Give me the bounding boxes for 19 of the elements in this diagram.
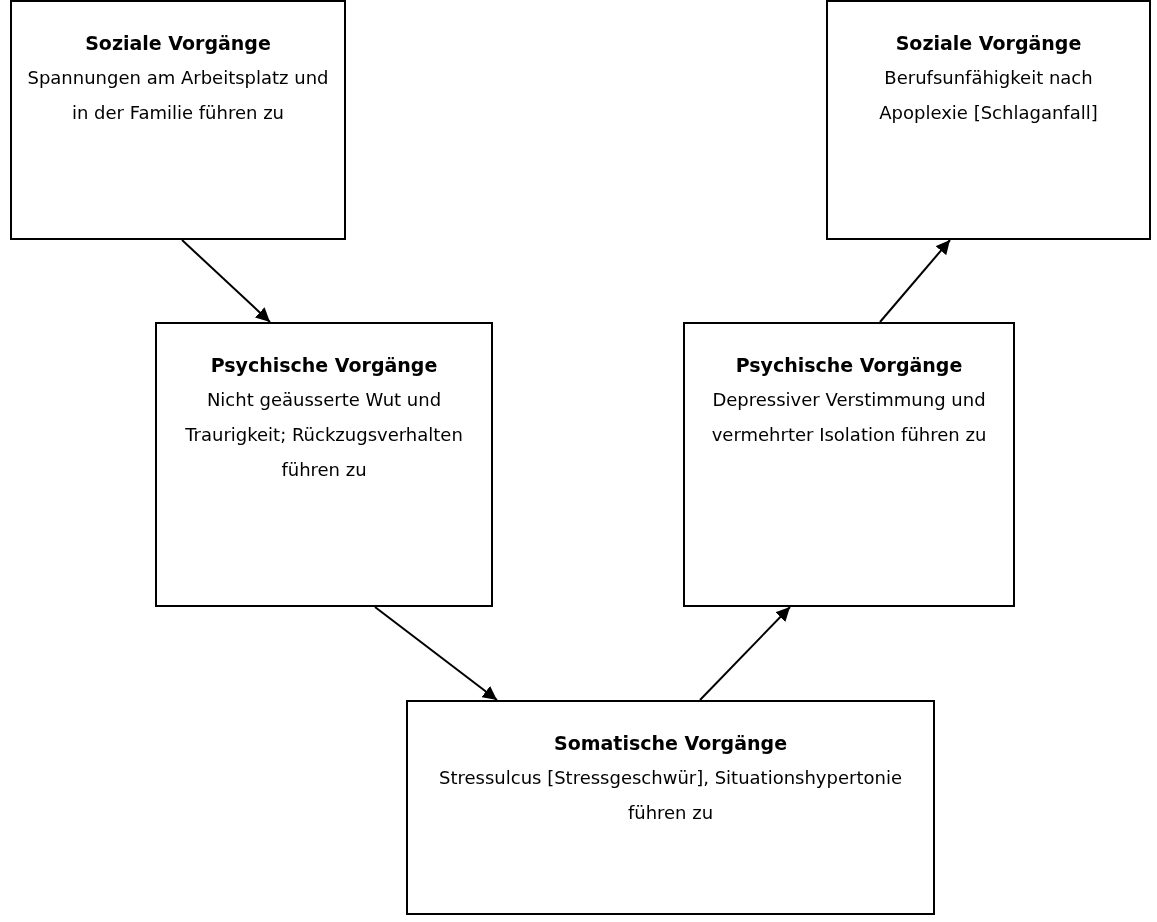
box-text: Nicht geäusserte Wut und Traurigkeit; Rückzugsverhalten führen zu <box>184 388 464 482</box>
arrow <box>374 606 498 701</box>
box-text: Berufsunfähigkeit nach Apoplexie [Schlaganfall] <box>878 66 1099 125</box>
process-box <box>155 322 493 607</box>
box-heading: Somatische Vorgänge <box>552 731 789 756</box>
process-box <box>10 0 346 240</box>
process-box <box>406 700 935 915</box>
arrow <box>181 239 271 323</box>
box-heading: Soziale Vorgänge <box>84 31 272 56</box>
process-box <box>683 322 1015 607</box>
arrow <box>879 239 951 323</box>
box-text: Depressiver Verstimmung und vermehrter Isolation führen zu <box>710 388 988 447</box>
process-box <box>826 0 1151 240</box>
box-heading: Soziale Vorgänge <box>894 31 1083 56</box>
box-text: Stressulcus [Stressgeschwür], Situationshypertonie führen zu <box>438 766 903 825</box>
box-heading: Psychische Vorgänge <box>734 353 964 378</box>
box-heading: Psychische Vorgänge <box>209 353 439 378</box>
arrow <box>699 606 791 701</box>
box-text: Spannungen am Arbeitsplatz und in der Familie führen zu <box>26 66 330 125</box>
